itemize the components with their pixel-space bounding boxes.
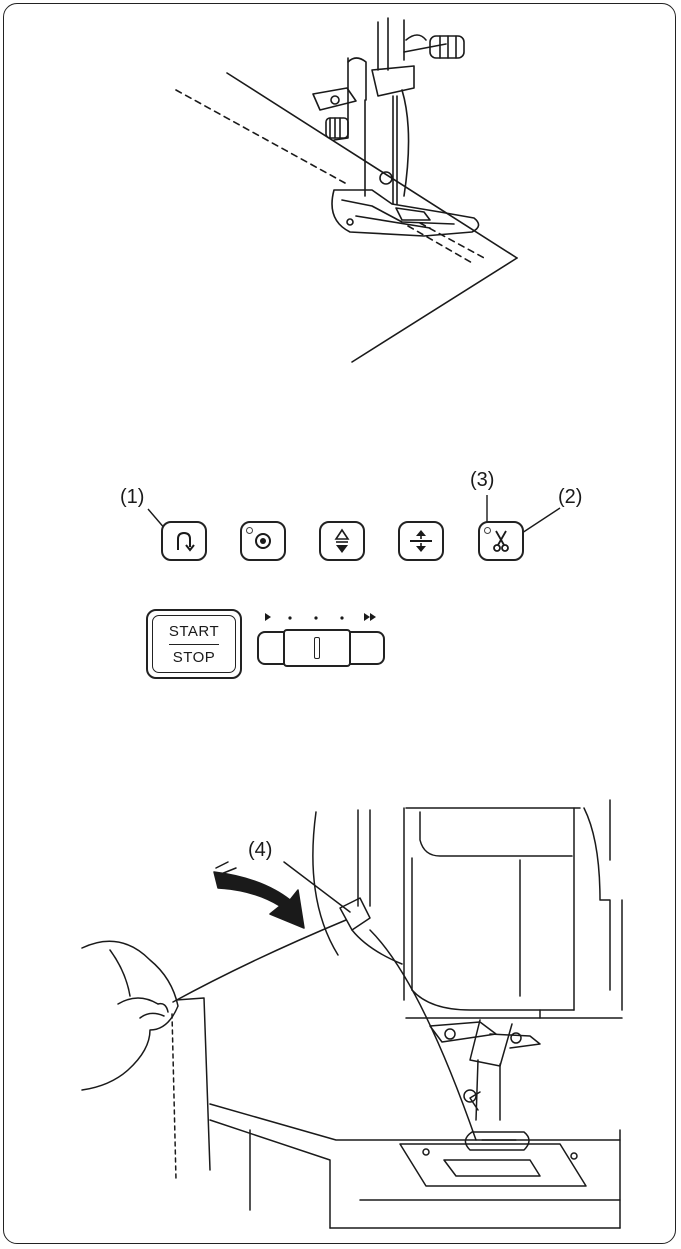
machine-thread-cutter-illustration	[0, 0, 681, 1249]
